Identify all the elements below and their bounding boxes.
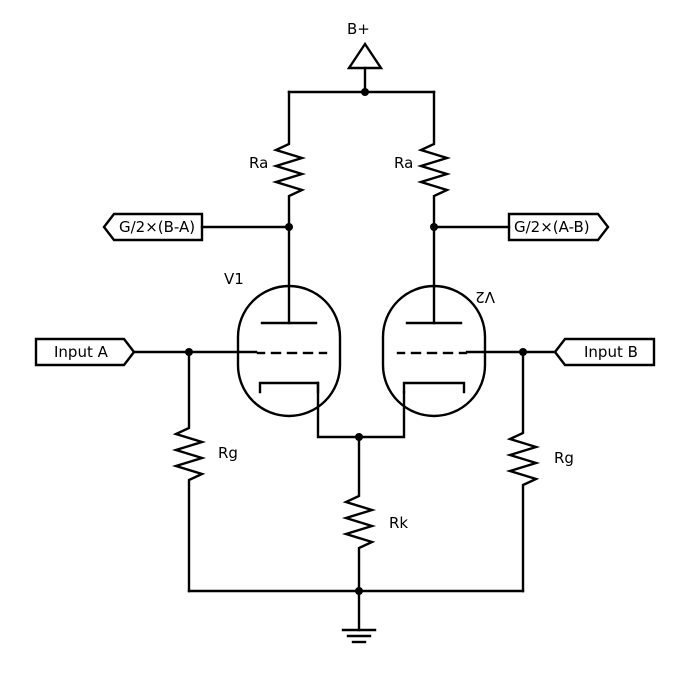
ra-right-resistor — [416, 90, 452, 228]
supply-symbol — [346, 41, 384, 94]
junction-dot — [430, 223, 438, 231]
output-left-label: G/2×(B-A) — [119, 218, 195, 236]
junction-dot — [361, 88, 369, 96]
junction-dot — [519, 348, 527, 356]
junction-dot — [355, 433, 363, 441]
junction-dot — [285, 223, 293, 231]
output-right-label: G/2×(A-B) — [514, 218, 590, 236]
rk-resistor — [341, 435, 377, 593]
tube-v2-label: V2 — [475, 288, 495, 306]
rk-label: Rk — [389, 514, 408, 532]
output-left-port — [102, 212, 204, 242]
rg-left-resistor — [171, 350, 207, 593]
ra-right-label: Ra — [394, 154, 413, 172]
ra-left-label: Ra — [249, 154, 268, 172]
rg-right-resistor — [505, 350, 541, 593]
cathode-wire-v2 — [357, 390, 406, 439]
junction-dot — [355, 587, 363, 595]
input-a-port — [34, 337, 136, 367]
rg-right-label: Rg — [554, 449, 574, 467]
tube-v1-label: V1 — [224, 270, 244, 288]
supply-label: B+ — [347, 20, 370, 38]
rg-left-label: Rg — [218, 444, 238, 462]
ra-left-resistor — [271, 90, 307, 228]
ground-symbol — [341, 589, 377, 644]
output-right-port — [507, 212, 610, 242]
cathode-wire-v1 — [316, 381, 361, 439]
input-b-label: Input B — [584, 343, 638, 361]
input-b-port — [553, 337, 656, 367]
tube-v1 — [236, 284, 342, 418]
input-a-label: Input A — [54, 343, 109, 361]
junction-dot — [185, 348, 193, 356]
